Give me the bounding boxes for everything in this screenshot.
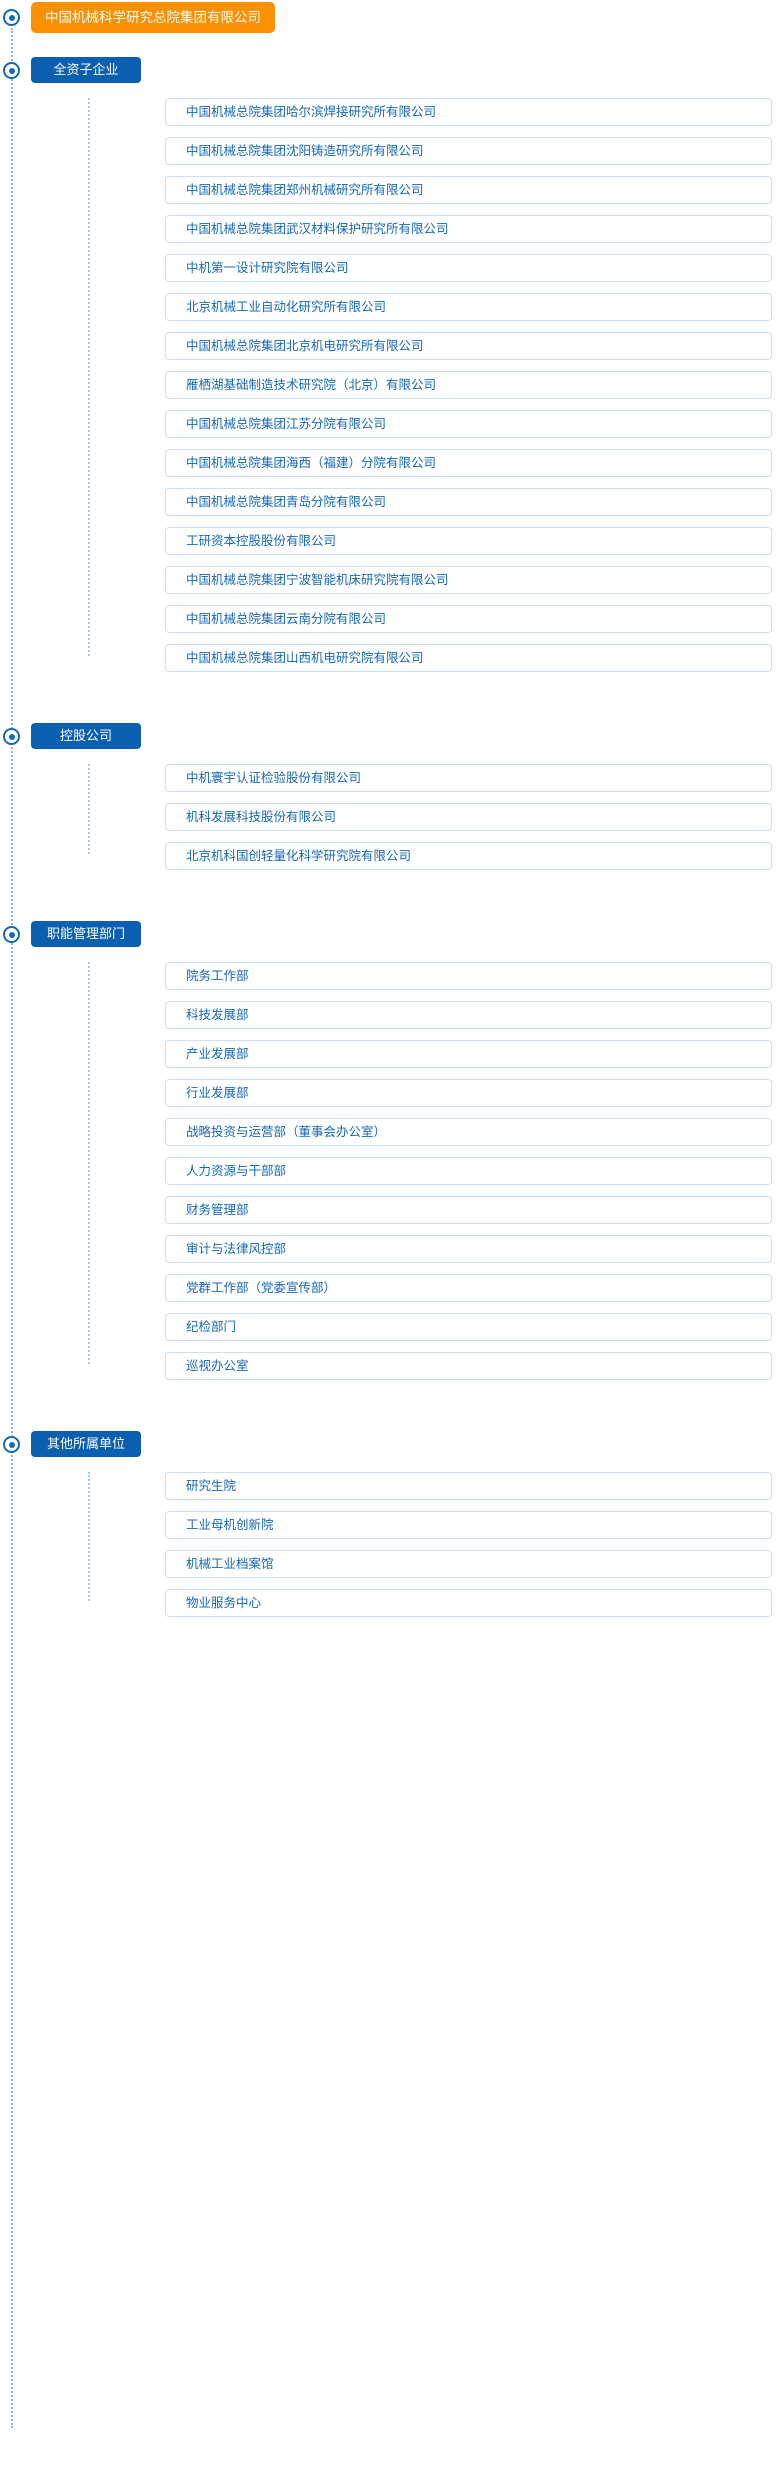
- group-label-1[interactable]: 控股公司: [31, 723, 141, 749]
- org-item[interactable]: 人力资源与干部部: [165, 1157, 772, 1185]
- org-item[interactable]: 巡视办公室: [165, 1352, 772, 1380]
- group-label-2[interactable]: 职能管理部门: [31, 921, 141, 947]
- org-item[interactable]: 机科发展科技股份有限公司: [165, 803, 772, 831]
- org-item[interactable]: 中国机械总院集团青岛分院有限公司: [165, 488, 772, 516]
- branch-connector-line: [88, 1472, 90, 1601]
- org-group: 全资子企业中国机械总院集团哈尔滨焊接研究所有限公司中国机械总院集团沈阳铸造研究所…: [0, 46, 779, 678]
- group-spacer: [0, 1386, 779, 1420]
- group-children: 中机寰宇认证检验股份有限公司机科发展科技股份有限公司北京机科国创轻量化科学研究院…: [0, 764, 779, 876]
- group-node-bullet-icon: [3, 62, 20, 79]
- org-item[interactable]: 纪检部门: [165, 1313, 772, 1341]
- org-item[interactable]: 中国机械总院集团宁波智能机床研究院有限公司: [165, 566, 772, 594]
- group-header: 控股公司: [0, 712, 779, 764]
- org-item[interactable]: 中机第一设计研究院有限公司: [165, 254, 772, 282]
- branch-connector-line: [88, 962, 90, 1364]
- org-item[interactable]: 工业母机创新院: [165, 1511, 772, 1539]
- group-spacer: [0, 876, 779, 910]
- org-item[interactable]: 中国机械总院集团哈尔滨焊接研究所有限公司: [165, 98, 772, 126]
- org-item[interactable]: 工研资本控股股份有限公司: [165, 527, 772, 555]
- group-node-bullet-icon: [3, 926, 20, 943]
- org-item[interactable]: 院务工作部: [165, 962, 772, 990]
- group-children: 院务工作部科技发展部产业发展部行业发展部战略投资与运营部（董事会办公室） 人力资源…: [0, 962, 779, 1386]
- group-list: 全资子企业中国机械总院集团哈尔滨焊接研究所有限公司中国机械总院集团沈阳铸造研究所…: [0, 46, 779, 1623]
- root-node[interactable]: 中国机械科学研究总院集团有限公司: [31, 2, 275, 33]
- group-label-0[interactable]: 全资子企业: [31, 57, 141, 83]
- group-header: 职能管理部门: [0, 910, 779, 962]
- org-item[interactable]: 中国机械总院集团北京机电研究所有限公司: [165, 332, 772, 360]
- group-node-bullet-icon: [3, 1436, 20, 1453]
- org-item[interactable]: 中国机械总院集团山西机电研究院有限公司: [165, 644, 772, 672]
- org-item[interactable]: 产业发展部: [165, 1040, 772, 1068]
- root-node-bullet-icon: [3, 9, 20, 26]
- org-item[interactable]: 财务管理部: [165, 1196, 772, 1224]
- group-header: 其他所属单位: [0, 1420, 779, 1472]
- group-children: 研究生院工业母机创新院机械工业档案馆物业服务中心: [0, 1472, 779, 1623]
- org-item[interactable]: 中国机械总院集团江苏分院有限公司: [165, 410, 772, 438]
- org-group: 其他所属单位研究生院工业母机创新院机械工业档案馆物业服务中心: [0, 1420, 779, 1623]
- branch-connector-line: [88, 98, 90, 656]
- org-item[interactable]: 中国机械总院集团郑州机械研究所有限公司: [165, 176, 772, 204]
- org-item[interactable]: 党群工作部（党委宣传部）: [165, 1274, 772, 1302]
- org-item[interactable]: 雁栖湖基础制造技术研究院（北京）有限公司: [165, 371, 772, 399]
- org-item[interactable]: 物业服务中心: [165, 1589, 772, 1617]
- org-item[interactable]: 中机寰宇认证检验股份有限公司: [165, 764, 772, 792]
- group-children: 中国机械总院集团哈尔滨焊接研究所有限公司中国机械总院集团沈阳铸造研究所有限公司中…: [0, 98, 779, 678]
- org-item[interactable]: 中国机械总院集团沈阳铸造研究所有限公司: [165, 137, 772, 165]
- org-item[interactable]: 机械工业档案馆: [165, 1550, 772, 1578]
- org-group: 控股公司中机寰宇认证检验股份有限公司机科发展科技股份有限公司北京机科国创轻量化科…: [0, 712, 779, 876]
- org-item[interactable]: 科技发展部: [165, 1001, 772, 1029]
- org-item[interactable]: 中国机械总院集团海西（福建）分院有限公司: [165, 449, 772, 477]
- org-item[interactable]: 北京机械工业自动化研究所有限公司: [165, 293, 772, 321]
- org-item[interactable]: 行业发展部: [165, 1079, 772, 1107]
- org-group: 职能管理部门院务工作部科技发展部产业发展部行业发展部战略投资与运营部（董事会办公…: [0, 910, 779, 1386]
- org-item[interactable]: 战略投资与运营部（董事会办公室）: [165, 1118, 772, 1146]
- main-connector-line: [11, 28, 13, 2428]
- org-item[interactable]: 中国机械总院集团云南分院有限公司: [165, 605, 772, 633]
- root-row: 中国机械科学研究总院集团有限公司: [0, 0, 779, 46]
- group-spacer: [0, 678, 779, 712]
- branch-connector-line: [88, 764, 90, 854]
- org-item[interactable]: 审计与法律风控部: [165, 1235, 772, 1263]
- org-item[interactable]: 中国机械总院集团武汉材料保护研究所有限公司: [165, 215, 772, 243]
- org-item[interactable]: 研究生院: [165, 1472, 772, 1500]
- group-header: 全资子企业: [0, 46, 779, 98]
- group-label-3[interactable]: 其他所属单位: [31, 1431, 141, 1457]
- org-item[interactable]: 北京机科国创轻量化科学研究院有限公司: [165, 842, 772, 870]
- group-node-bullet-icon: [3, 728, 20, 745]
